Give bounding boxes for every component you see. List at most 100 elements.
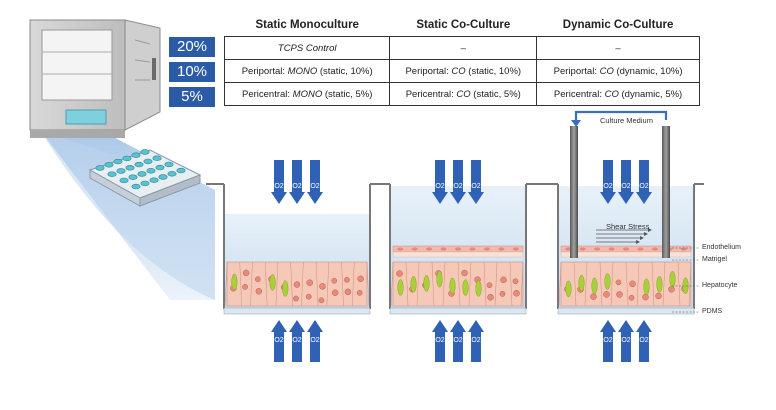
well-circle <box>131 183 141 190</box>
nucleus <box>242 269 250 277</box>
oxygen-arrow-label: O2 <box>292 183 301 190</box>
endothelial-nucleus <box>498 247 505 251</box>
oxygen-arrow-label: O2 <box>603 337 612 344</box>
shear-arrowhead <box>640 236 644 240</box>
outlet-tube <box>662 126 670 258</box>
well-plate-icon <box>88 149 202 207</box>
oxygen-arrow-label: O2 <box>435 183 444 190</box>
oxygen-badge-20: 20% <box>169 37 215 57</box>
endothelial-nucleus <box>565 247 572 251</box>
cell-boundary <box>483 261 487 307</box>
oxygen-arrow <box>271 160 287 204</box>
nucleus <box>512 278 519 285</box>
oxygen-arrow <box>432 320 448 362</box>
condition-cell: Periportal: MONO (static, 10%) <box>223 59 391 83</box>
cell-text-italic: MONO <box>287 65 318 77</box>
lipid-droplet <box>269 274 276 291</box>
well-circle <box>176 167 186 174</box>
cell-text: Periportal: <box>241 65 288 77</box>
column-header-dynamic-co-culture: Dynamic Co-Culture <box>562 19 674 31</box>
endothelial-nucleus <box>637 247 644 251</box>
well-circle <box>125 165 135 171</box>
condition-row: TCPS Control – – <box>223 36 700 60</box>
cell-text: Periportal: <box>553 65 600 77</box>
cell-boundary <box>599 261 603 307</box>
cell-text: – <box>615 42 621 54</box>
endothelial-nucleus <box>440 247 447 251</box>
oxygen-arrow-label: O2 <box>471 337 480 344</box>
oxygen-arrow-label: O2 <box>310 337 319 344</box>
oxygen-arrow <box>600 160 616 204</box>
pdms-layer <box>389 307 527 315</box>
oxygen-arrow-label: O2 <box>621 183 630 190</box>
nucleus <box>306 279 313 286</box>
oxygen-arrow-label: O2 <box>453 337 462 344</box>
cell-text: (dynamic, 5%) <box>618 88 683 100</box>
cell-boundary <box>224 261 228 307</box>
cell-text: – <box>460 42 466 54</box>
nucleus <box>242 284 248 290</box>
nucleus <box>293 281 301 288</box>
endothelial-nucleus <box>411 247 418 251</box>
cell-text-italic: TCPS Control <box>277 42 337 54</box>
oxygen-badge-5: 5% <box>169 87 215 107</box>
cell-boundary <box>558 261 562 307</box>
lipid-droplet <box>423 275 430 292</box>
nucleus <box>293 295 299 302</box>
shear-stress-arrows <box>596 228 652 244</box>
cell-text: Pericentral: <box>405 88 457 100</box>
cell-boundary <box>390 261 394 307</box>
cell-boundary <box>405 261 409 307</box>
cell-boundary <box>468 261 472 307</box>
cell-boundary <box>651 261 655 307</box>
lipid-droplet <box>669 271 676 288</box>
shear-arrowhead <box>648 228 652 232</box>
nucleus <box>331 289 339 296</box>
cell-boundary <box>264 261 268 307</box>
oxygen-arrow-label: O2 <box>435 337 444 344</box>
cell-text: (static, 5%) <box>470 88 521 100</box>
lipid-droplet <box>282 280 289 297</box>
cell-boundary <box>290 261 293 307</box>
oxygen-arrow <box>636 320 652 362</box>
oxygen-arrow <box>450 320 466 362</box>
cell-boundary <box>352 261 355 307</box>
condition-cell: – <box>389 36 538 60</box>
oxygen-arrow <box>618 160 634 204</box>
pdms-layer <box>223 307 371 315</box>
lipid-droplet <box>231 273 238 291</box>
condition-cell: TCPS Control <box>223 36 391 60</box>
oxygen-arrow <box>432 160 448 204</box>
oxygen-arrow <box>271 320 287 362</box>
well-circle <box>152 155 162 161</box>
oxygen-arrow <box>289 320 305 362</box>
nucleus <box>344 288 352 296</box>
shear-arrowhead <box>644 232 648 236</box>
oxygen-arrow-label: O2 <box>471 183 480 190</box>
nucleus <box>655 292 662 300</box>
oxygen-arrow-label: O2 <box>639 183 648 190</box>
cell-boundary <box>457 261 461 307</box>
well-circle <box>167 171 177 177</box>
cell-text: (static, 10%) <box>465 65 522 77</box>
label-pdms: PDMS <box>702 308 723 315</box>
cell-boundary <box>494 261 498 307</box>
oxygen-arrow <box>636 160 652 204</box>
endothelial-nucleus <box>623 247 629 251</box>
nucleus <box>356 289 363 296</box>
lipid-droplet <box>604 273 611 290</box>
condition-cell: Pericentral: MONO (static, 5%) <box>223 82 391 106</box>
well-circle <box>122 155 132 162</box>
cell-boundary <box>625 261 629 307</box>
perfusion-system <box>570 110 670 258</box>
nucleus <box>629 280 636 288</box>
well-circle <box>140 180 150 187</box>
oxygen-arrow-label: O2 <box>274 337 283 344</box>
oxygen-arrow-label: O2 <box>292 337 301 344</box>
column-header-static-monoculture: Static Monoculture <box>255 19 359 31</box>
endothelial-nucleus <box>608 247 615 251</box>
cell-boundary <box>677 261 681 307</box>
cell-text-italic: CO <box>599 65 614 77</box>
